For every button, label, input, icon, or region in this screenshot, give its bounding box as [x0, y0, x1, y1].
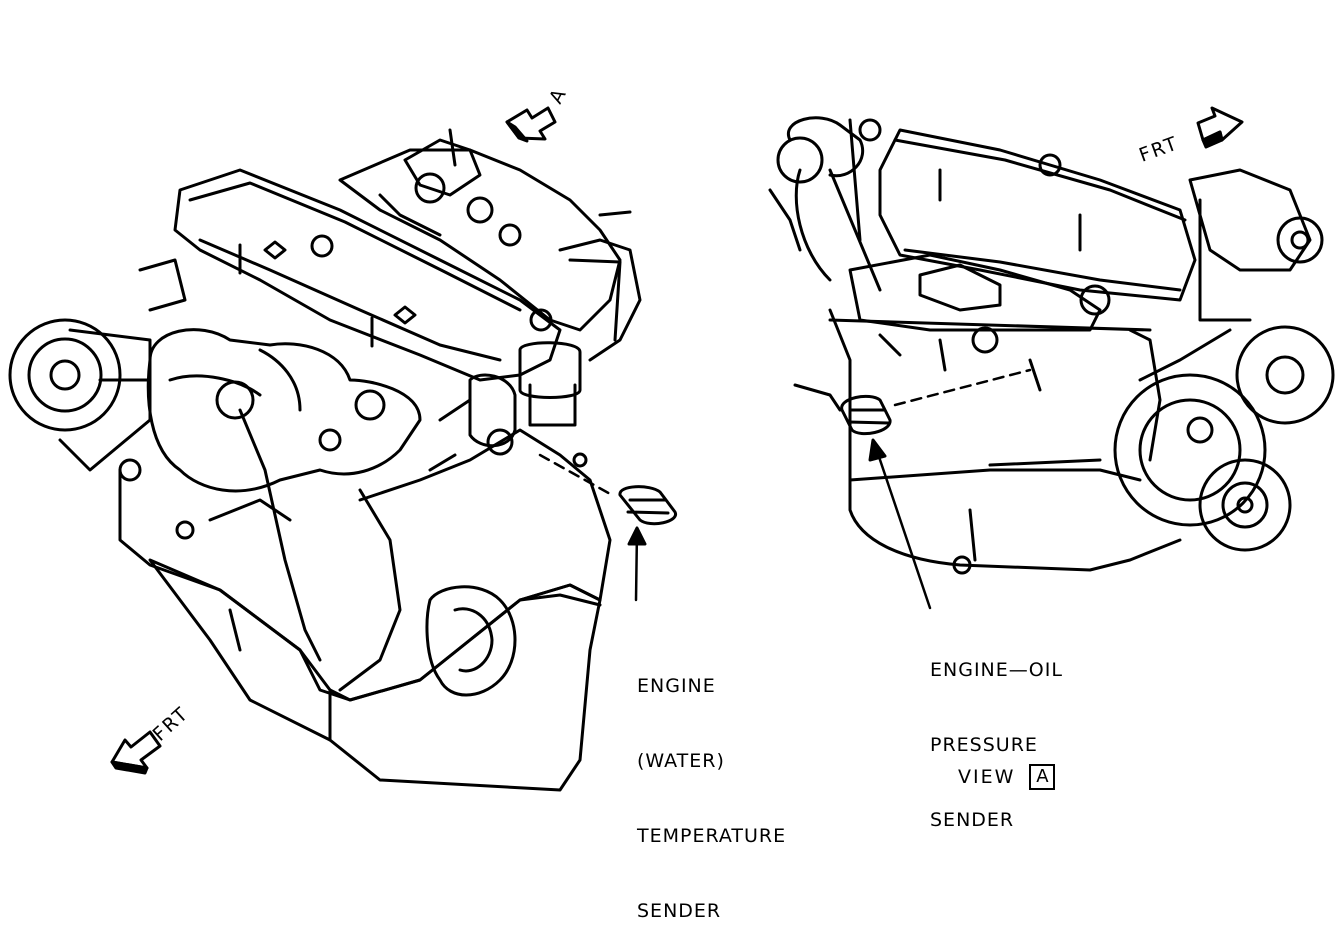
view-caption-word: VIEW [958, 766, 1016, 788]
right-engine-drawing [768, 116, 1335, 575]
callout-line: ENGINE—OIL [930, 659, 1063, 681]
left-engine-drawing [8, 128, 642, 792]
view-a-arrow [505, 106, 557, 143]
front-arrow-right [1196, 106, 1244, 149]
view-caption: VIEW A [958, 764, 1056, 790]
callout-line: SENDER [930, 809, 1015, 831]
front-arrow-left [110, 730, 162, 775]
callout-line: PRESSURE [930, 734, 1038, 756]
front-arrow-right-label: FRT [1136, 132, 1181, 166]
engine-diagram: A FRT FRT [8, 84, 1335, 792]
callout-line: TEMPERATURE [637, 825, 787, 847]
view-a-arrow-letter: A [545, 84, 571, 108]
oil-pressure-sender [840, 368, 1032, 610]
callout-line: ENGINE [637, 675, 716, 697]
view-caption-letter-box: A [1029, 764, 1056, 790]
callout-line: (WATER) [637, 750, 725, 772]
oil-pressure-sender-label: ENGINE—OIL PRESSURE SENDER [930, 608, 1063, 858]
water-temperature-sender [538, 453, 677, 602]
water-temperature-sender-label: ENGINE (WATER) TEMPERATURE SENDER [637, 624, 786, 949]
callout-line: SENDER [637, 900, 722, 922]
